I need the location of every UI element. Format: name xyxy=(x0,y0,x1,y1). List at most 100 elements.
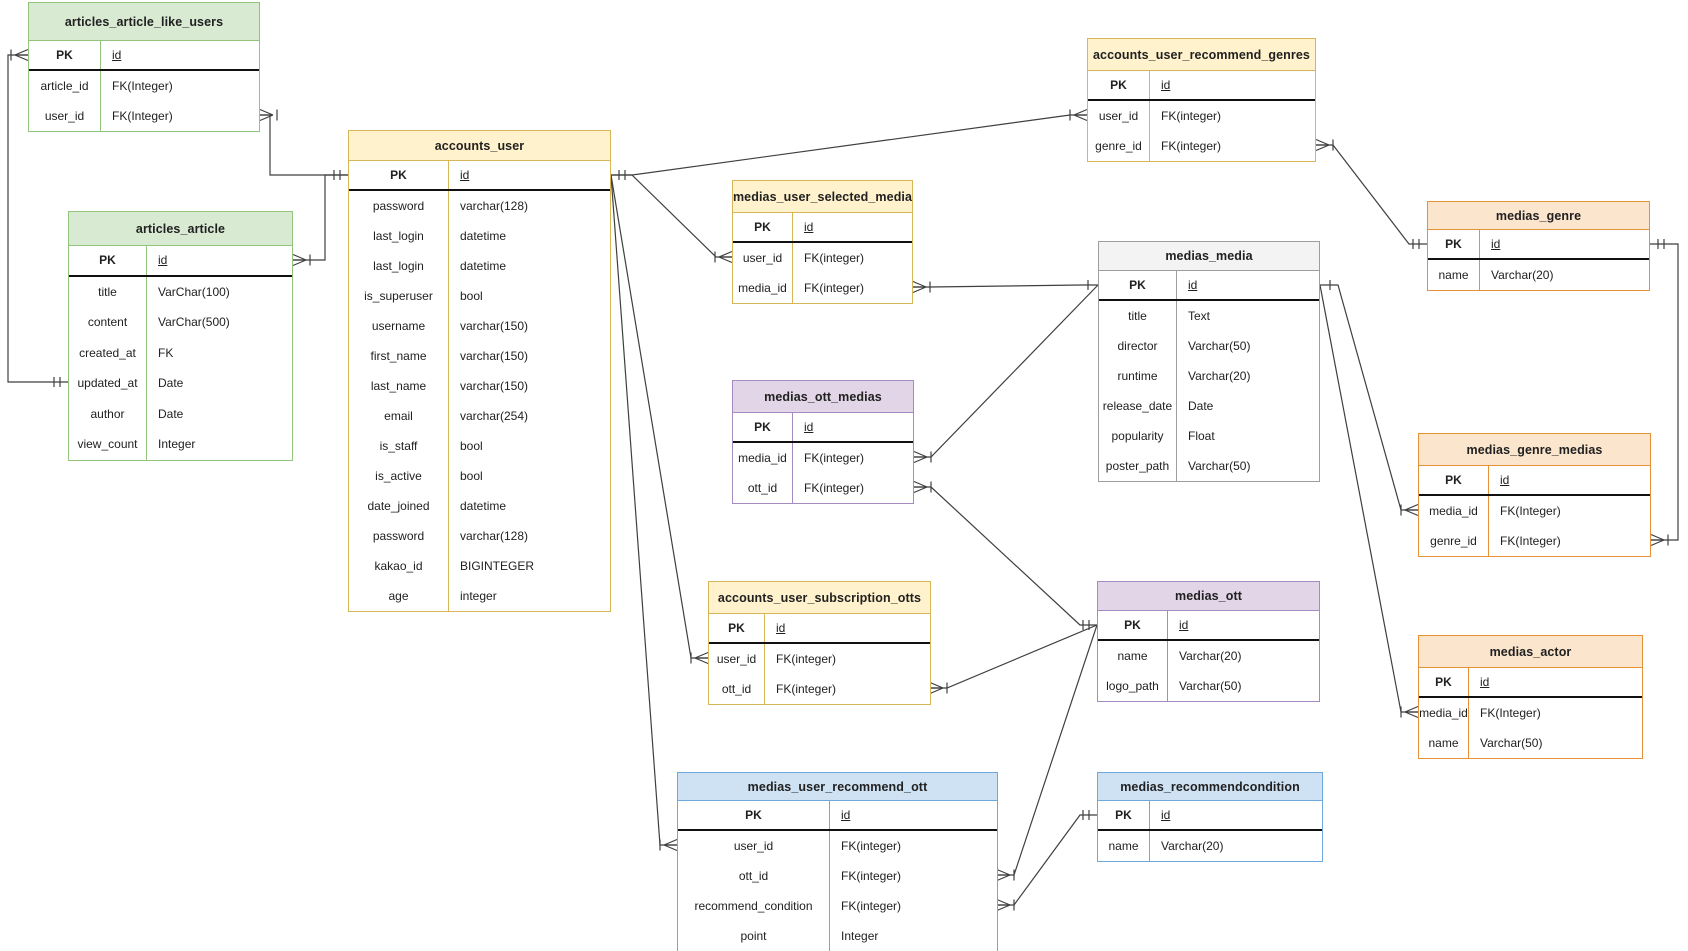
field-name: PK xyxy=(1419,668,1469,696)
relationship-connector-accounts_user-to-recommend_genres[interactable] xyxy=(611,108,1088,181)
field-name: last_login xyxy=(349,251,449,281)
field-name: PK xyxy=(733,213,793,241)
relationship-connector-like_users-to-articles_article[interactable] xyxy=(7,48,68,388)
connector-line[interactable] xyxy=(913,284,1098,288)
field-type: FK(integer) xyxy=(776,682,837,696)
field-name: PK xyxy=(733,413,793,441)
field-name: PK xyxy=(29,41,101,69)
connector-line[interactable] xyxy=(1316,144,1427,245)
field-type: id xyxy=(841,808,851,822)
connector-line[interactable] xyxy=(914,486,1097,626)
connector-line[interactable] xyxy=(930,624,1098,689)
connector-line[interactable] xyxy=(1320,284,1418,511)
field-type: varchar(254) xyxy=(460,409,529,423)
field-type: Text xyxy=(1188,309,1211,323)
relationship-connector-accounts_user-to-subscription_otts[interactable] xyxy=(610,174,709,665)
field-type: id xyxy=(1161,808,1171,822)
table-title: articles_article xyxy=(69,212,292,246)
field-name: date_joined xyxy=(349,491,449,521)
field-name: PK xyxy=(1098,801,1150,829)
field-type: integer xyxy=(460,589,497,603)
relationship-connector-user_recommend_ott-to-medias_ott[interactable] xyxy=(996,624,1098,882)
field-name: PK xyxy=(709,614,765,642)
connector-line[interactable] xyxy=(293,174,348,261)
relationship-connector-accounts_user-to-selected_media[interactable] xyxy=(611,174,733,264)
relationship-connector-subscription_otts-to-medias_ott[interactable] xyxy=(929,624,1098,695)
table-title: medias_ott xyxy=(1098,582,1319,611)
relationship-connector-ott_medias-to-medias_media[interactable] xyxy=(913,284,1099,464)
connector-line[interactable] xyxy=(611,114,1087,176)
field-name: genre_id xyxy=(1419,526,1489,556)
field-name: password xyxy=(349,521,449,551)
connector-line[interactable] xyxy=(260,114,348,176)
connector-line[interactable] xyxy=(1650,243,1679,541)
cardinality-marker xyxy=(659,838,678,852)
field-type: Varchar(50) xyxy=(1188,339,1251,353)
field-type: bool xyxy=(460,439,483,453)
field-name: name xyxy=(1098,831,1150,861)
field-type: Varchar(20) xyxy=(1179,649,1242,663)
table-title: medias_genre_medias xyxy=(1419,434,1650,466)
relationship-connector-like_users-to-accounts_user[interactable] xyxy=(259,108,348,181)
relationship-connector-accounts_user-to-user_recommend_ott[interactable] xyxy=(610,174,678,852)
connector-line[interactable] xyxy=(997,814,1097,906)
field-type: FK(integer) xyxy=(841,839,902,853)
relationship-connector-medias_genre-to-recommend_genres[interactable] xyxy=(1315,138,1427,250)
relationship-connector-medias_media-to-actor[interactable] xyxy=(1319,284,1419,719)
relationship-connector-ott_medias-to-medias_ott[interactable] xyxy=(913,480,1097,631)
connector-line[interactable] xyxy=(1319,284,1418,713)
field-type: datetime xyxy=(460,259,507,273)
field-type: bool xyxy=(460,289,483,303)
field-name: user_id xyxy=(709,644,765,674)
field-name: popularity xyxy=(1099,421,1177,451)
field-type: varchar(128) xyxy=(460,529,529,543)
field-name: ott_id xyxy=(678,861,830,891)
field-name: created_at xyxy=(69,337,147,368)
field-name: user_id xyxy=(678,831,830,861)
relationship-connector-selected_media-to-medias_media[interactable] xyxy=(912,280,1098,294)
field-name: ott_id xyxy=(709,674,765,704)
connector-line[interactable] xyxy=(611,174,732,258)
relationship-connector-medias_media-to-genre_medias[interactable] xyxy=(1320,280,1419,517)
field-type: varchar(150) xyxy=(460,319,529,333)
cardinality-marker xyxy=(929,681,948,695)
relationship-connector-medias_genre-to-genre_medias[interactable] xyxy=(1650,239,1679,547)
connector-line[interactable] xyxy=(997,624,1098,876)
connector-line[interactable] xyxy=(610,174,708,659)
relationship-connector-articles_article-to-accounts_user[interactable] xyxy=(292,174,348,267)
relationship-connector-user_recommend_ott-to-recommendcondition[interactable] xyxy=(996,810,1097,912)
connector-line[interactable] xyxy=(914,284,1099,458)
connector-line[interactable] xyxy=(610,174,677,846)
field-name: PK xyxy=(69,246,147,275)
